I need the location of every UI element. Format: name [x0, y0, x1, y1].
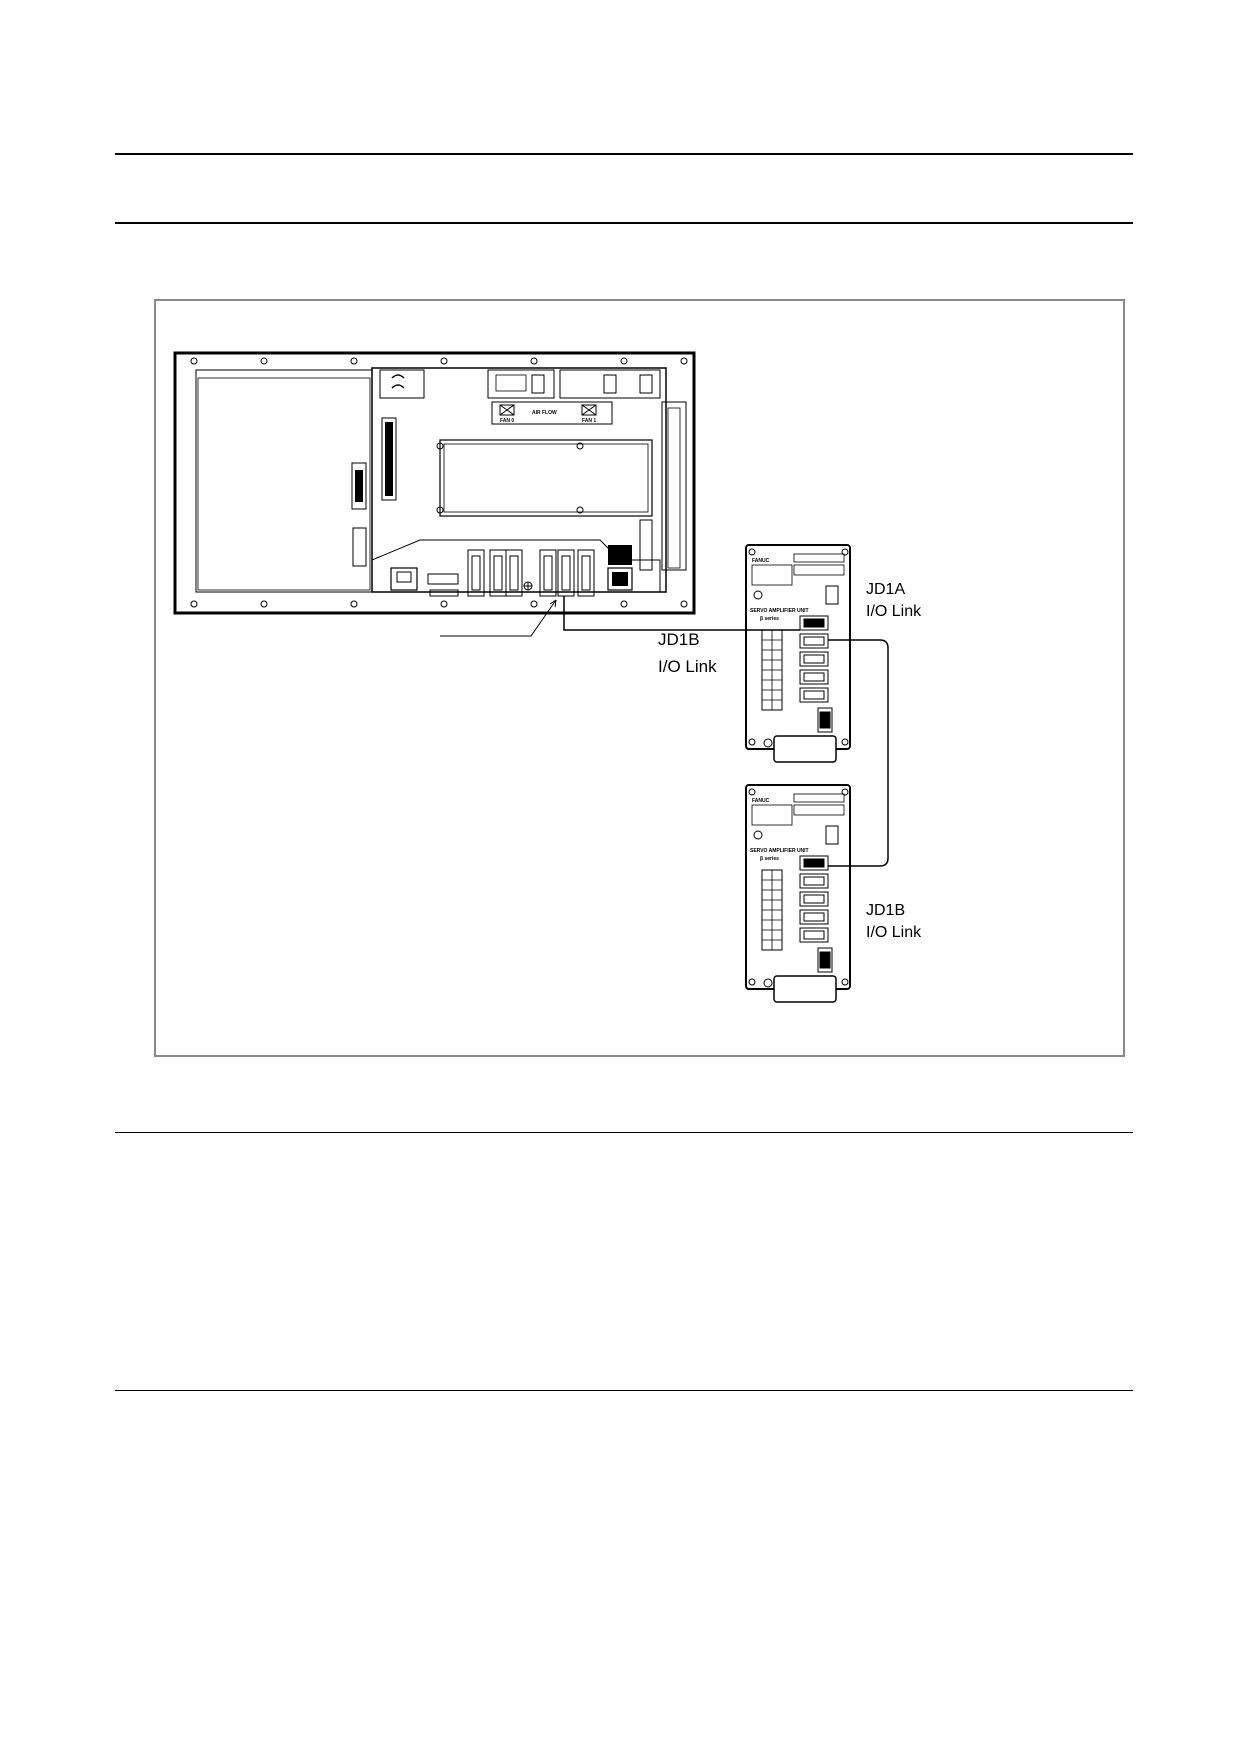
fan1-label: FAN 1	[582, 418, 596, 424]
section-rule-1	[115, 1132, 1133, 1133]
amp2-unit-name: SERVO AMPLIFIER UNIT	[750, 848, 809, 854]
amp1-brand: FANUC	[752, 558, 770, 564]
controller-leader-line	[440, 599, 557, 637]
cnc-controller-unit: FAN 0 AIR FLOW FAN 1	[173, 351, 696, 615]
jd1b-label-mid: JD1B	[658, 630, 700, 649]
jd1a-label: JD1A	[866, 581, 905, 598]
amp2-brand: FANUC	[752, 798, 770, 804]
amp1-unit-name: SERVO AMPLIFIER UNIT	[750, 608, 809, 614]
airflow-label: AIR FLOW	[532, 410, 557, 416]
amp1-series: β series	[760, 616, 779, 622]
section-rule-2	[115, 1390, 1133, 1391]
jd1b-label-bottom: JD1B	[866, 902, 905, 919]
header-rule-top	[115, 153, 1133, 155]
io-link-label-top: I/O Link	[866, 603, 922, 620]
figure-frame	[154, 299, 1125, 1057]
io-link-label-bottom: I/O Link	[866, 924, 922, 941]
io-link-cable-amp1-to-amp2	[828, 639, 889, 867]
servo-amplifier-1: FANUC SERVO AMPLIFIER UNIT β series	[745, 544, 851, 763]
io-link-cable-controller-to-amp1	[563, 596, 800, 631]
io-link-label-mid: I/O Link	[658, 657, 717, 676]
fan0-label: FAN 0	[500, 418, 514, 424]
header-rule-bottom	[115, 222, 1133, 224]
servo-amplifier-2: FANUC SERVO AMPLIFIER UNIT β series	[745, 784, 851, 1003]
amp2-series: β series	[760, 856, 779, 862]
